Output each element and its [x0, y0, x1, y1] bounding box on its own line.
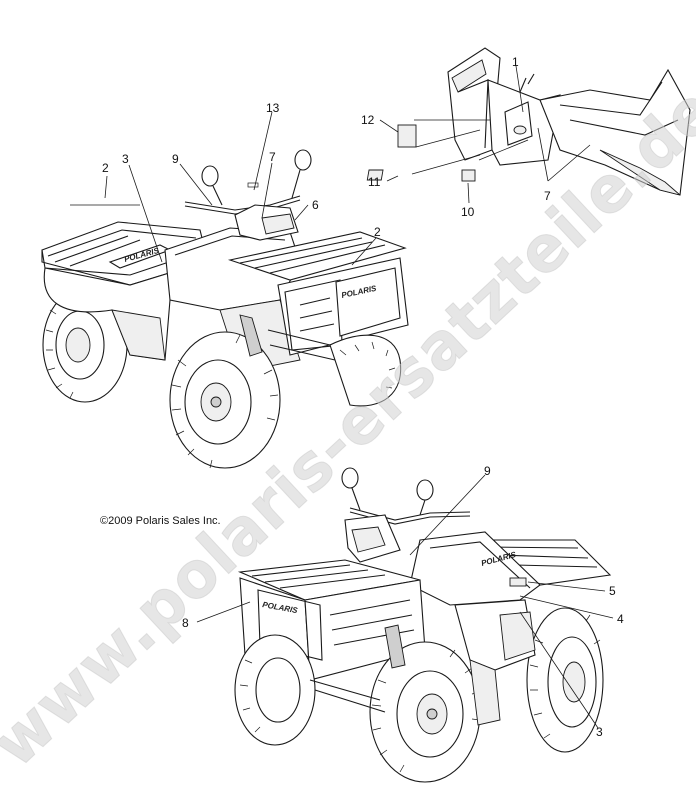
callout-8: 8	[182, 616, 189, 630]
callout-2-top-rear: 2	[102, 161, 109, 175]
callout-4: 4	[617, 612, 624, 626]
atv-bottom-illustration: POLARIS POLARIS	[234, 467, 612, 783]
callout-13: 13	[266, 101, 280, 115]
front-rack	[237, 559, 421, 601]
front-wheel-far	[234, 634, 316, 746]
decal-11	[366, 169, 384, 181]
callout-1: 1	[512, 55, 519, 69]
callout-11: 11	[368, 175, 381, 189]
front-wheel-far	[329, 334, 402, 407]
leader-lines	[70, 65, 614, 729]
callout-5: 5	[609, 584, 616, 598]
callout-9-top: 9	[172, 152, 179, 166]
front-grille: POLARIS	[277, 257, 409, 356]
copyright-notice: ©2009 Polaris Sales Inc.	[100, 515, 221, 527]
atv-top-illustration: POLARIS	[41, 149, 409, 469]
atv-body: POLARIS	[409, 531, 541, 671]
rear-wheel	[526, 607, 604, 753]
callout-numbers: 1 2 2 3 3 4 5 6 7 7 8 9 9 10 11 12 13	[102, 55, 624, 739]
decal-5	[509, 577, 527, 587]
callout-6: 6	[312, 198, 319, 212]
callout-9-bottom: 9	[484, 464, 491, 478]
front-suspension	[239, 314, 336, 361]
callout-3-bottom: 3	[596, 725, 603, 739]
callout-12: 12	[361, 113, 375, 127]
callout-3-top: 3	[122, 152, 129, 166]
front-wheel-main	[169, 331, 281, 469]
callout-10: 10	[461, 205, 475, 219]
callout-7-top: 7	[269, 150, 276, 164]
front-wheel-main	[369, 641, 481, 783]
handlebar-assembly	[184, 149, 312, 241]
decal-10	[461, 169, 476, 182]
hood-panel-detail	[366, 47, 691, 196]
handlebar-assembly	[341, 467, 471, 563]
decal-12	[397, 124, 417, 148]
front-suspension	[309, 624, 501, 726]
callout-7-hood: 7	[544, 189, 551, 203]
callout-2-top-front: 2	[374, 225, 381, 239]
